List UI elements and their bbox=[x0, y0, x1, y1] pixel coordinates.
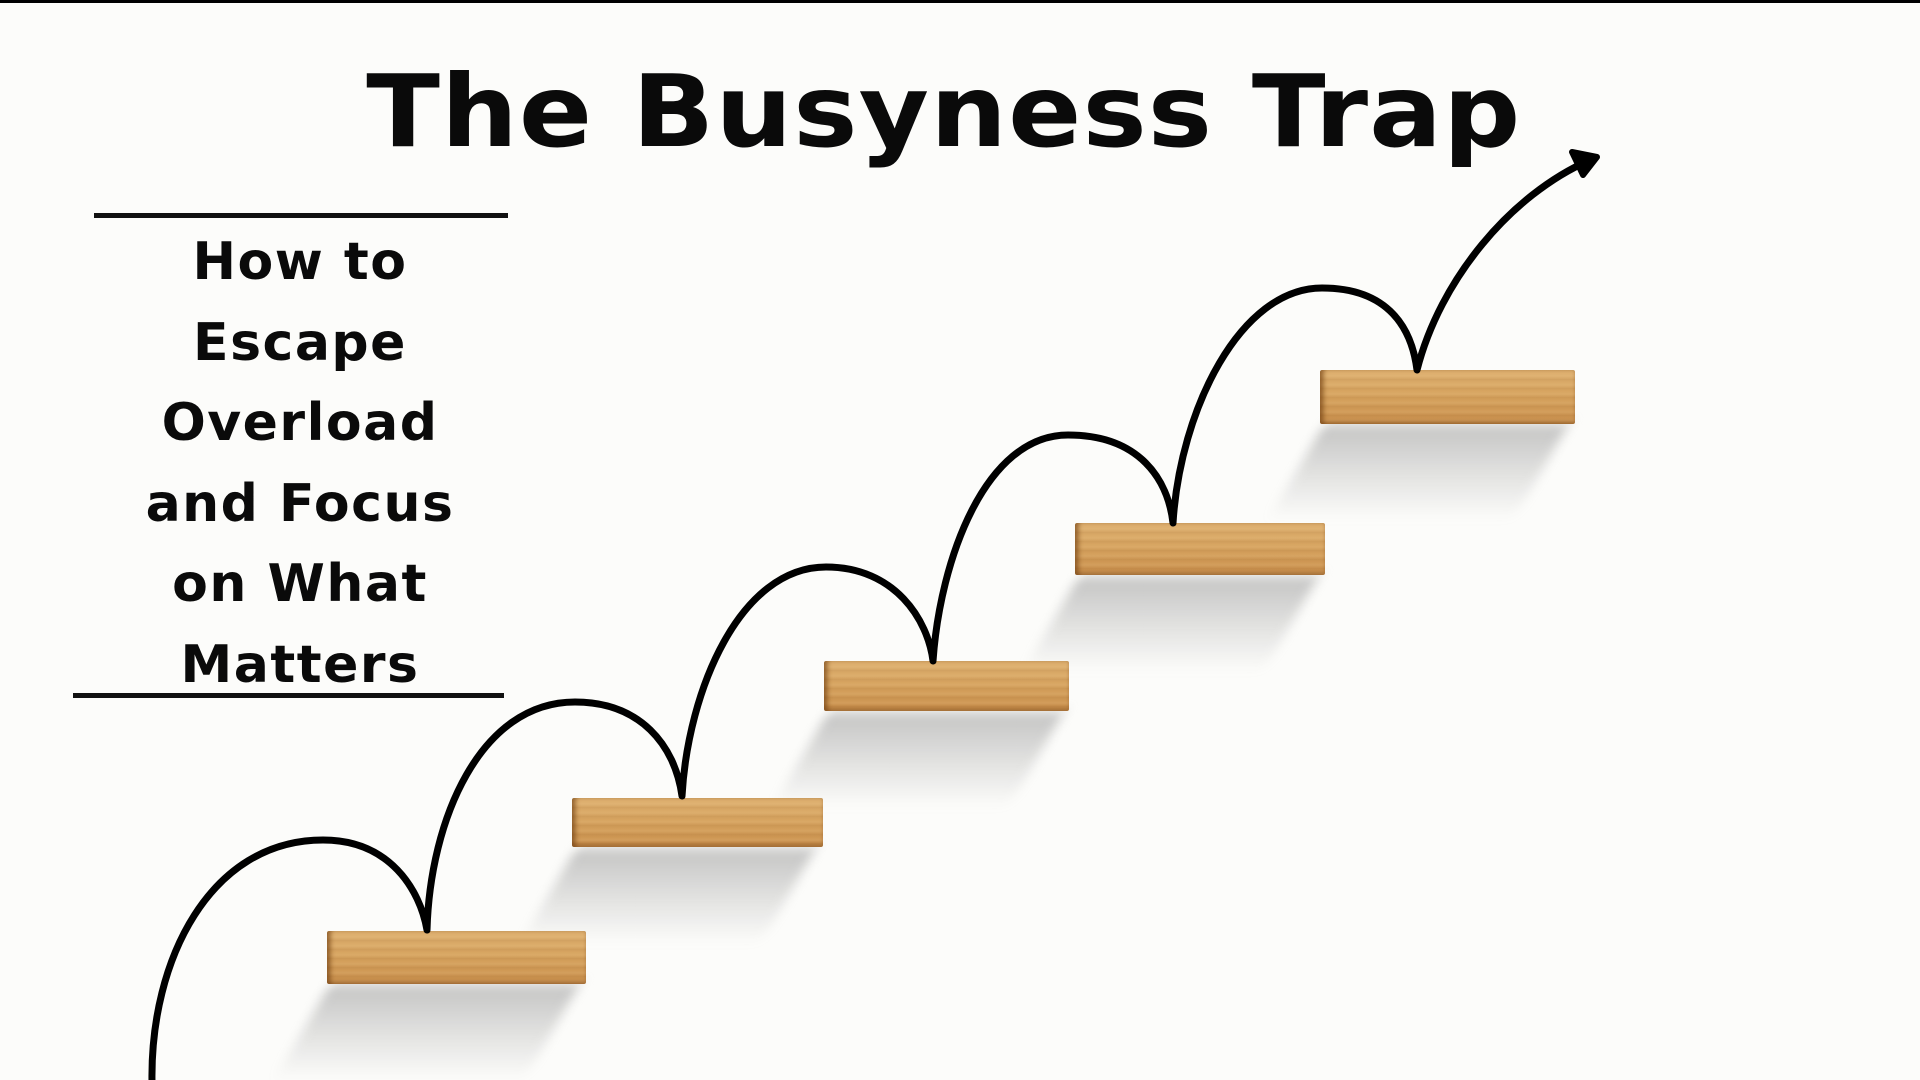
subtitle-line: Overload bbox=[161, 393, 439, 453]
wooden-step-3 bbox=[824, 661, 1069, 711]
wooden-step-5 bbox=[1320, 370, 1575, 424]
subtitle-line: and Focus bbox=[145, 473, 455, 534]
subtitle-line: How to bbox=[192, 232, 408, 292]
top-border bbox=[0, 0, 1920, 3]
slide-title: The Busyness Trap bbox=[0, 52, 1888, 172]
subtitle-line: Escape bbox=[193, 312, 407, 373]
subtitle-bottom-rule bbox=[73, 693, 504, 698]
subtitle-line: Matters bbox=[180, 634, 420, 695]
wooden-step-4 bbox=[1075, 523, 1325, 575]
subtitle-line: on What bbox=[172, 554, 428, 614]
wooden-step-2 bbox=[572, 798, 823, 847]
slide-title-text: The Busyness Trap bbox=[366, 53, 1522, 170]
wooden-step-1 bbox=[327, 931, 586, 984]
subtitle-top-rule bbox=[94, 213, 508, 218]
slide-subtitle: How to Escape Overload and Focus on What… bbox=[80, 222, 520, 705]
